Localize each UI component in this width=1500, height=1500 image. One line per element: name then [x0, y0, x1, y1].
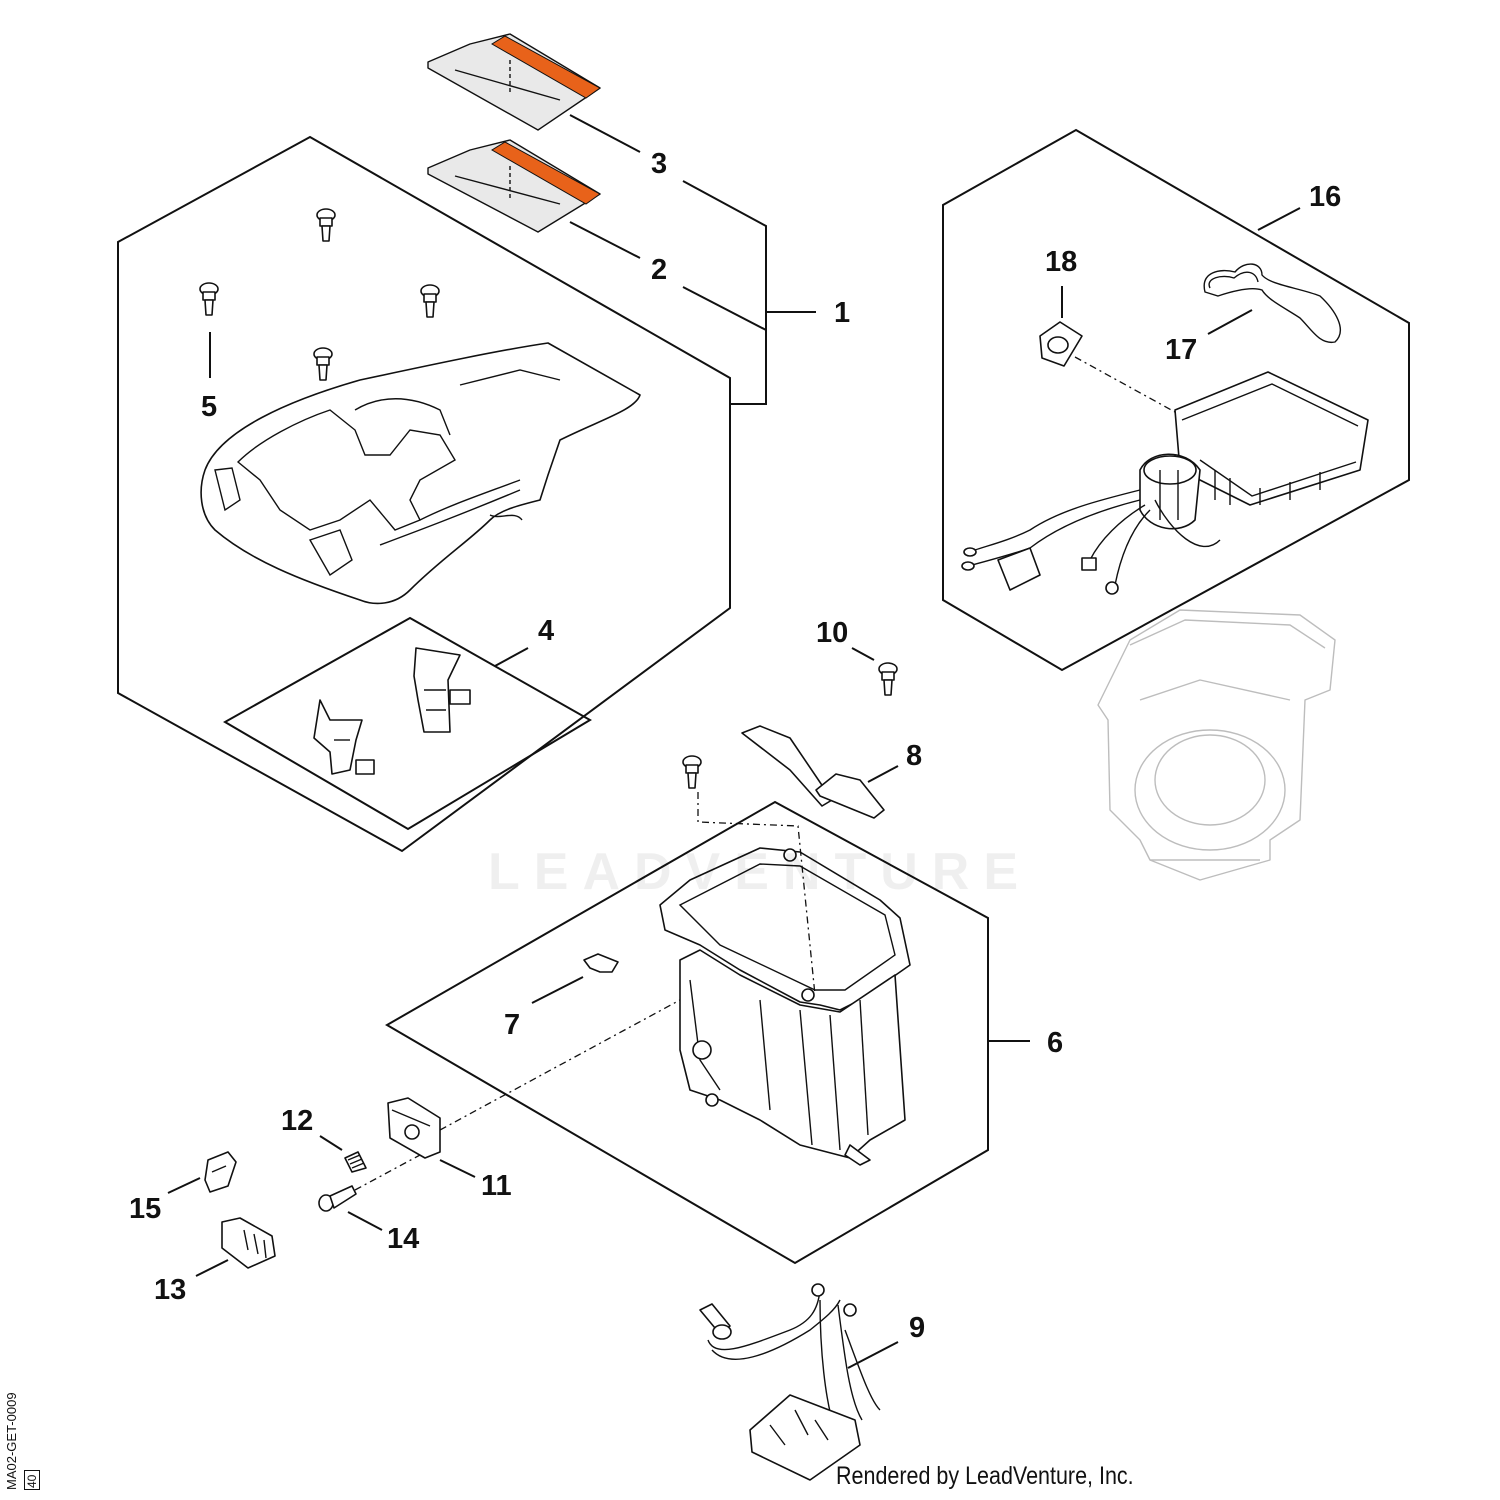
- callout-12: 12: [281, 1105, 313, 1137]
- leader-4: [494, 647, 529, 667]
- spring-12: [344, 1151, 367, 1173]
- latch-15: [204, 1151, 237, 1193]
- leader-11: [439, 1159, 476, 1178]
- drawing-box: 40: [24, 1470, 40, 1490]
- callout-11: 11: [481, 1170, 512, 1202]
- bracket-11: [387, 1097, 441, 1159]
- screw-5d: [313, 347, 333, 381]
- decal-2: [427, 139, 601, 233]
- watermark-text: LEADVENTURE: [488, 843, 1033, 901]
- leader-3: [569, 114, 641, 153]
- callout-14: 14: [387, 1223, 419, 1255]
- leader-13: [195, 1259, 229, 1277]
- screw-5a: [316, 208, 336, 242]
- callout-13: 13: [154, 1274, 186, 1306]
- leader-2-bracket: [682, 286, 767, 331]
- valve-4a: [413, 647, 471, 733]
- leader-8: [867, 765, 899, 783]
- clip-8b: [815, 773, 885, 819]
- housing-6: [659, 847, 911, 1166]
- leader-15: [167, 1177, 201, 1194]
- callout-2: 2: [651, 254, 667, 286]
- ignition-assembly-frame: [942, 128, 1410, 672]
- decal-3: [427, 33, 601, 131]
- callout-6: 6: [1047, 1027, 1063, 1059]
- screw-housing: [682, 755, 702, 789]
- callout-4: 4: [538, 615, 554, 647]
- callout-5: 5: [201, 391, 217, 423]
- callout-7: 7: [504, 1009, 520, 1041]
- switch-13: [221, 1217, 276, 1269]
- callout-1: 1: [834, 297, 850, 329]
- leader-7: [531, 976, 584, 1004]
- callout-16: 16: [1309, 181, 1341, 213]
- housing-assembly-frame: [385, 800, 989, 1265]
- drawing-code: MA02-GET-0009: [4, 1392, 19, 1490]
- valve-assembly-frame: [222, 616, 592, 831]
- leader-14: [347, 1211, 383, 1231]
- screw-5b: [199, 282, 219, 316]
- dashline-14: [354, 1154, 421, 1191]
- screw-10: [878, 662, 898, 696]
- wire-17: [1203, 263, 1341, 344]
- leader-12: [319, 1135, 343, 1151]
- dashline-11: [439, 999, 681, 1131]
- leader-17: [1207, 309, 1253, 335]
- leader-10: [851, 647, 875, 661]
- screw-14: [318, 1185, 357, 1212]
- callout-18: 18: [1045, 246, 1077, 278]
- shroud-cover: [200, 342, 641, 605]
- grommet-18: [1039, 321, 1083, 367]
- ignition-module: [961, 371, 1369, 595]
- fan-housing-reference: [1097, 609, 1336, 881]
- callout-3: 3: [651, 148, 667, 180]
- callout-9: 9: [909, 1312, 925, 1344]
- clip-7: [583, 953, 619, 973]
- callout-17: 17: [1165, 334, 1197, 366]
- leader-2: [569, 221, 641, 259]
- bracket-1: [682, 180, 767, 405]
- cover-assembly-frame: [117, 135, 731, 853]
- callout-15: 15: [129, 1193, 161, 1225]
- drawing-box-number: 40: [25, 1474, 39, 1488]
- harness-9: [699, 1283, 881, 1481]
- dashline-18: [1074, 356, 1176, 413]
- dashline-screw: [697, 792, 816, 996]
- callout-8: 8: [906, 740, 922, 772]
- valve-4b: [313, 699, 375, 775]
- screw-5c: [420, 284, 440, 318]
- rendered-by-footer: Rendered by LeadVenture, Inc.: [836, 1462, 1134, 1490]
- leader-16: [1257, 207, 1301, 231]
- leader-9: [847, 1341, 899, 1369]
- callout-10: 10: [816, 617, 848, 649]
